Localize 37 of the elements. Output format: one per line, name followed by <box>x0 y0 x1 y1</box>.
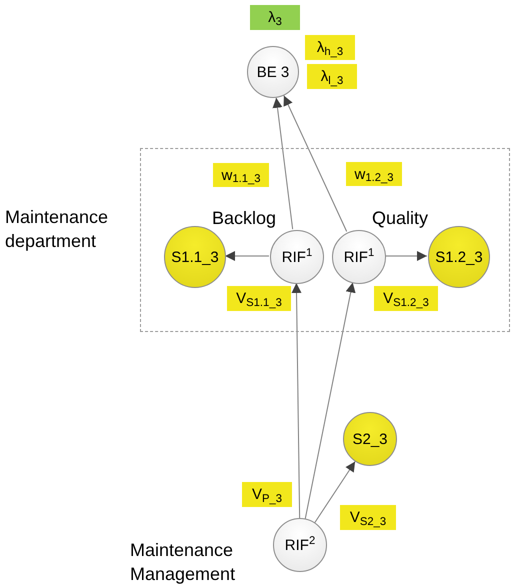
node-text: w$_{1.2_3}$ <box>354 166 394 182</box>
node-caption: Quality <box>372 207 430 230</box>
arrow <box>304 282 356 520</box>
node-caption: Maintenance Management <box>130 539 236 585</box>
arrow <box>314 461 356 523</box>
weight-box <box>374 286 438 311</box>
node-text: BE 3 <box>256 64 290 80</box>
node-text: V$_{S1.2_3}$ <box>383 291 429 306</box>
weight-box <box>340 505 396 530</box>
node-text: RIF$^{1}$ <box>282 250 312 264</box>
weight-box <box>227 286 291 311</box>
arrow <box>224 251 270 261</box>
node-text: λ$_{3}$ <box>268 10 282 25</box>
node-text: V$_{S1.1_3}$ <box>236 291 282 306</box>
node-text: V$_{S2_3}$ <box>350 510 386 525</box>
node-caption: Backlog <box>212 207 278 230</box>
rate-box <box>305 35 355 60</box>
node-text: RIF$^{2}$ <box>284 538 316 552</box>
node-text: w$_{1.1_3}$ <box>222 168 260 182</box>
weight-box <box>346 162 402 186</box>
arrow <box>292 282 302 518</box>
arrow <box>283 95 348 232</box>
arrow <box>272 97 294 230</box>
arrow <box>384 251 428 261</box>
rate-box <box>250 5 300 30</box>
node-text: λ$_{h_3}$ <box>316 40 344 55</box>
node-text: S1.2_3 <box>435 250 483 264</box>
rate-box <box>307 64 357 89</box>
weight-box <box>242 482 292 507</box>
node-caption: Maintenance department <box>5 206 110 254</box>
node-text: S1.1_3 <box>171 250 219 264</box>
weight-box <box>213 163 269 187</box>
node-text: V$_{P_3}$ <box>252 487 282 502</box>
node-text: RIF$^{1}$ <box>344 250 374 264</box>
dashed-group-frame <box>140 148 510 332</box>
node-text: S2_3 <box>352 432 388 446</box>
node-text: λ$_{l_3}$ <box>320 69 344 84</box>
